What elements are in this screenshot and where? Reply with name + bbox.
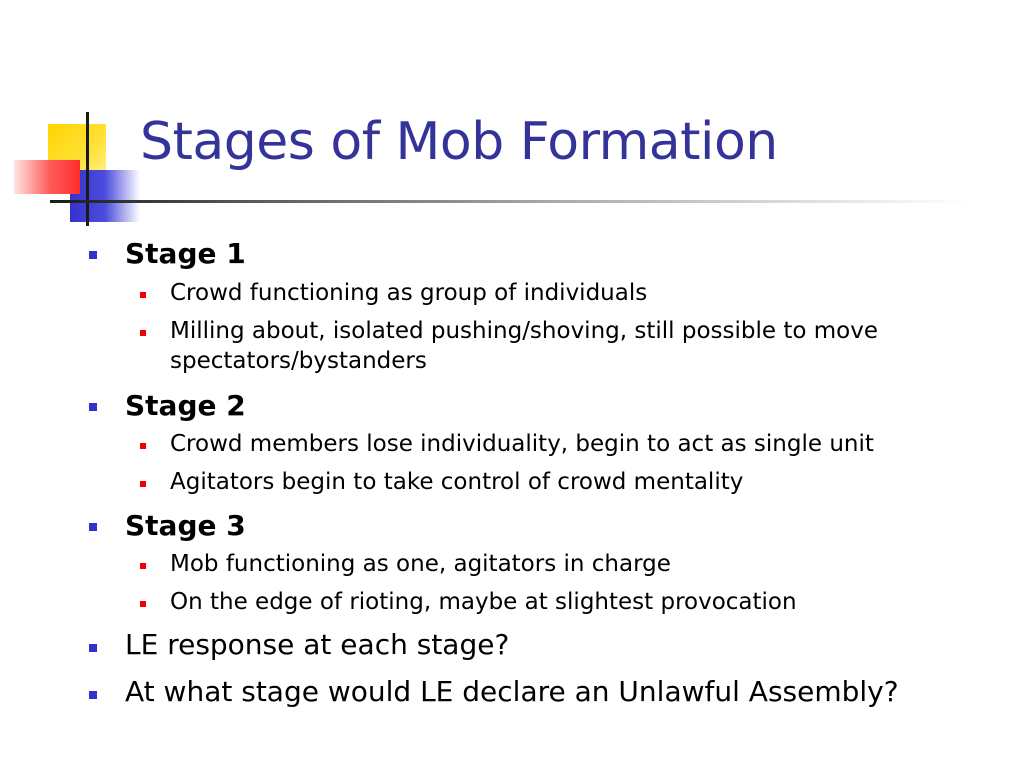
bullet-heading-stage-3: Stage 3 [125,509,246,542]
sub-bullet-text: Agitators begin to take control of crowd… [170,469,744,495]
bullet-square-icon [89,523,97,531]
sub-bullet-text: Crowd functioning as group of individual… [170,280,648,306]
sub-bullet-text-continuation: spectators/bystanders [170,348,427,374]
vertical-rule-decoration [86,112,89,226]
sub-bullet-square-icon [140,292,146,298]
sub-bullet-text: On the edge of rioting, maybe at slighte… [170,589,797,615]
sub-bullet-text: Mob functioning as one, agitators in cha… [170,551,671,577]
blue-square-decoration [70,170,140,222]
sub-bullet-text: Milling about, isolated pushing/shoving,… [170,318,878,344]
red-bar-decoration [14,160,80,194]
bullet-square-icon [89,403,97,411]
bullet-heading-stage-2: Stage 2 [125,389,246,422]
title-underline [50,200,970,203]
bullet-question: At what stage would LE declare an Unlawf… [125,675,899,708]
bullet-square-icon [89,644,97,652]
sub-bullet-square-icon [140,481,146,487]
sub-bullet-square-icon [140,330,146,336]
bullet-square-icon [89,691,97,699]
sub-bullet-text: Crowd members lose individuality, begin … [170,431,874,457]
slide-title: Stages of Mob Formation [140,112,778,172]
sub-bullet-square-icon [140,443,146,449]
bullet-square-icon [89,251,97,259]
sub-bullet-square-icon [140,563,146,569]
sub-bullet-square-icon [140,601,146,607]
bullet-question: LE response at each stage? [125,628,510,661]
decorative-logo [0,0,160,240]
bullet-heading-stage-1: Stage 1 [125,237,246,270]
